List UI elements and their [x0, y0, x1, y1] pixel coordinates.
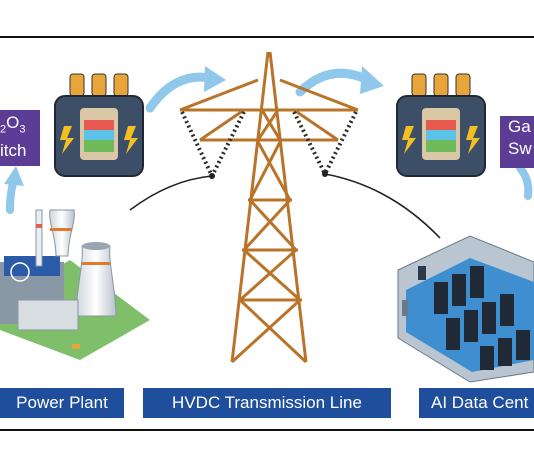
switch-box-right: Ga Sw [500, 116, 534, 168]
insulator-icon [180, 111, 358, 177]
flow-arrow-icon [4, 166, 24, 214]
data-center-icon [397, 235, 534, 383]
switch-left-sub1: 2 [0, 123, 7, 136]
switch-right-line1: Ga [508, 117, 531, 136]
transformer-icon [54, 73, 144, 177]
transformer-icon [396, 73, 486, 177]
caption-data-center-text: AI Data Cent [431, 393, 529, 412]
power-plant-icon [0, 209, 150, 360]
caption-power-plant-text: Power Plant [16, 393, 108, 412]
flow-arrow-icon [295, 66, 384, 97]
switch-right-line2: Sw [508, 139, 532, 158]
bottom-rule [0, 429, 534, 431]
switch-left-line2: itch [0, 141, 27, 161]
caption-hvdc-line-text: HVDC Transmission Line [172, 393, 362, 412]
flow-arrow-icon [516, 164, 533, 200]
top-rule [0, 36, 534, 38]
switch-left-o: O [6, 113, 20, 132]
caption-hvdc-line: HVDC Transmission Line [143, 388, 391, 418]
flow-arrow-icon [145, 66, 226, 113]
caption-power-plant: Power Plant [0, 388, 124, 418]
switch-box-left: 2O3 itch [0, 110, 40, 166]
transmission-tower-icon [179, 51, 359, 364]
switch-left-sub2: 3 [19, 123, 26, 136]
caption-data-center: AI Data Cent [419, 388, 534, 418]
switch-left-line1: 2O3 [0, 112, 40, 140]
